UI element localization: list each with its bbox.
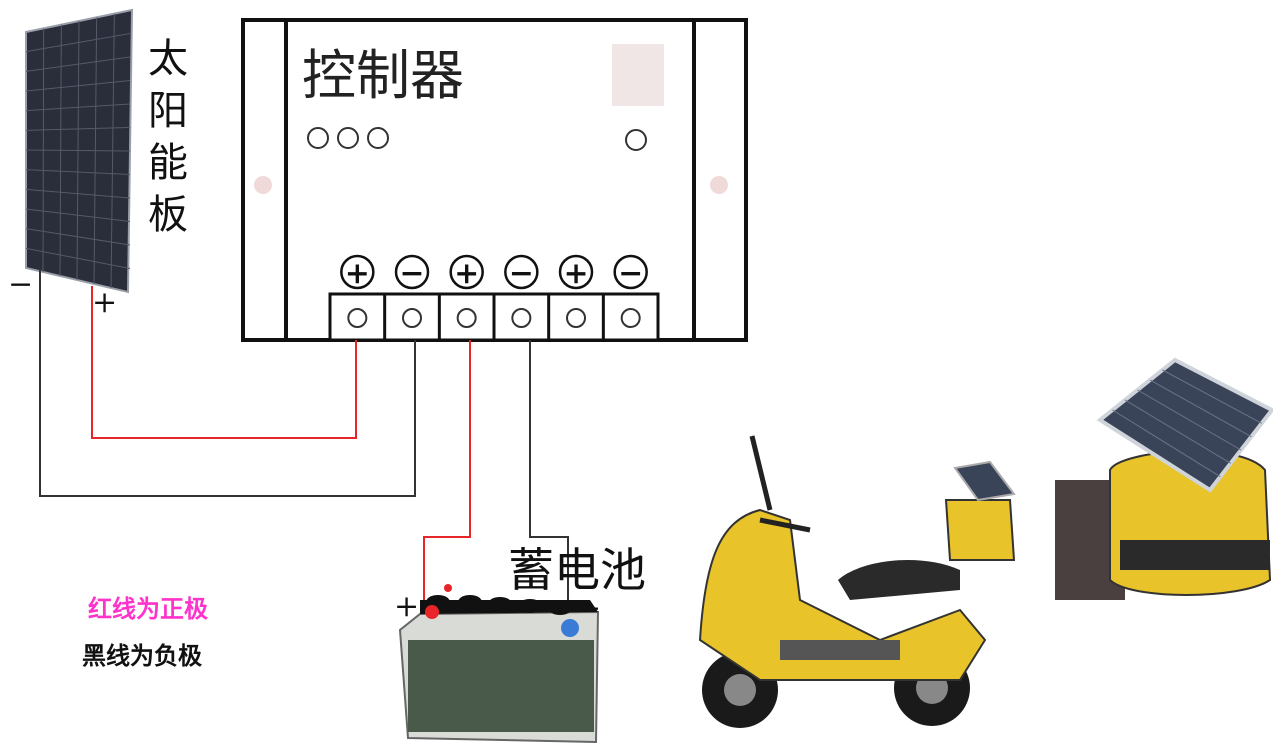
terminal-sign: +	[454, 256, 479, 291]
panel-minus-label: −	[8, 267, 33, 302]
terminal-sign: −	[618, 256, 643, 291]
electric-scooter	[698, 435, 1016, 728]
battery	[398, 584, 600, 744]
battery-title: 蓄电池	[508, 543, 646, 597]
positive-wire-battery	[423, 340, 471, 608]
wires	[39, 268, 569, 610]
terminal-negative-icon	[613, 254, 648, 290]
display-window	[612, 44, 664, 106]
indicator-light	[367, 127, 389, 149]
terminal-block: +−+−+−	[328, 254, 660, 342]
solar-panel-label-char: 阳	[148, 88, 188, 134]
terminal-negative-icon	[394, 254, 430, 290]
indicator-light	[625, 129, 647, 151]
terminal-negative-icon	[504, 254, 539, 290]
top-box-closeup	[1055, 357, 1273, 600]
mounting-hole	[254, 176, 272, 194]
negative-wire-battery	[529, 340, 569, 610]
indicator-light	[337, 127, 359, 149]
terminal-sign: −	[509, 256, 534, 291]
terminal-positive-icon	[449, 254, 484, 290]
legend-red-line: 红线为正极	[88, 595, 208, 623]
solar-panel-label-char: 能	[148, 140, 188, 186]
mounting-hole	[710, 176, 728, 194]
solar-panel	[25, 8, 134, 294]
terminal-screw	[402, 308, 423, 328]
terminal-screw	[347, 308, 368, 328]
solar-panel-label-char: 太	[148, 36, 188, 82]
terminal-sign: +	[345, 256, 370, 291]
terminal-screw	[511, 308, 532, 328]
solar-panel-label-char: 板	[148, 192, 188, 238]
negative-wire-panel	[39, 268, 416, 497]
legend-black-line: 黑线为负极	[82, 642, 202, 670]
positive-wire-panel	[91, 286, 357, 439]
battery-plus-label: +	[394, 589, 419, 624]
controller-title: 控制器	[302, 44, 464, 107]
battery-minus-label: −	[576, 591, 601, 626]
terminal-sign: −	[399, 256, 424, 291]
panel-plus-label: +	[92, 285, 117, 320]
solar-panel-label: 太 阳 能 板	[148, 36, 188, 238]
terminal-positive-icon	[340, 254, 375, 290]
terminal-screw	[566, 308, 587, 328]
terminal-screw	[620, 308, 641, 328]
indicator-light	[307, 127, 329, 149]
battery-positive-post	[425, 605, 439, 619]
terminal-sign: +	[563, 256, 588, 291]
battery-negative-post	[561, 619, 579, 637]
terminal-positive-icon	[558, 254, 594, 290]
terminal-screw	[456, 308, 477, 328]
